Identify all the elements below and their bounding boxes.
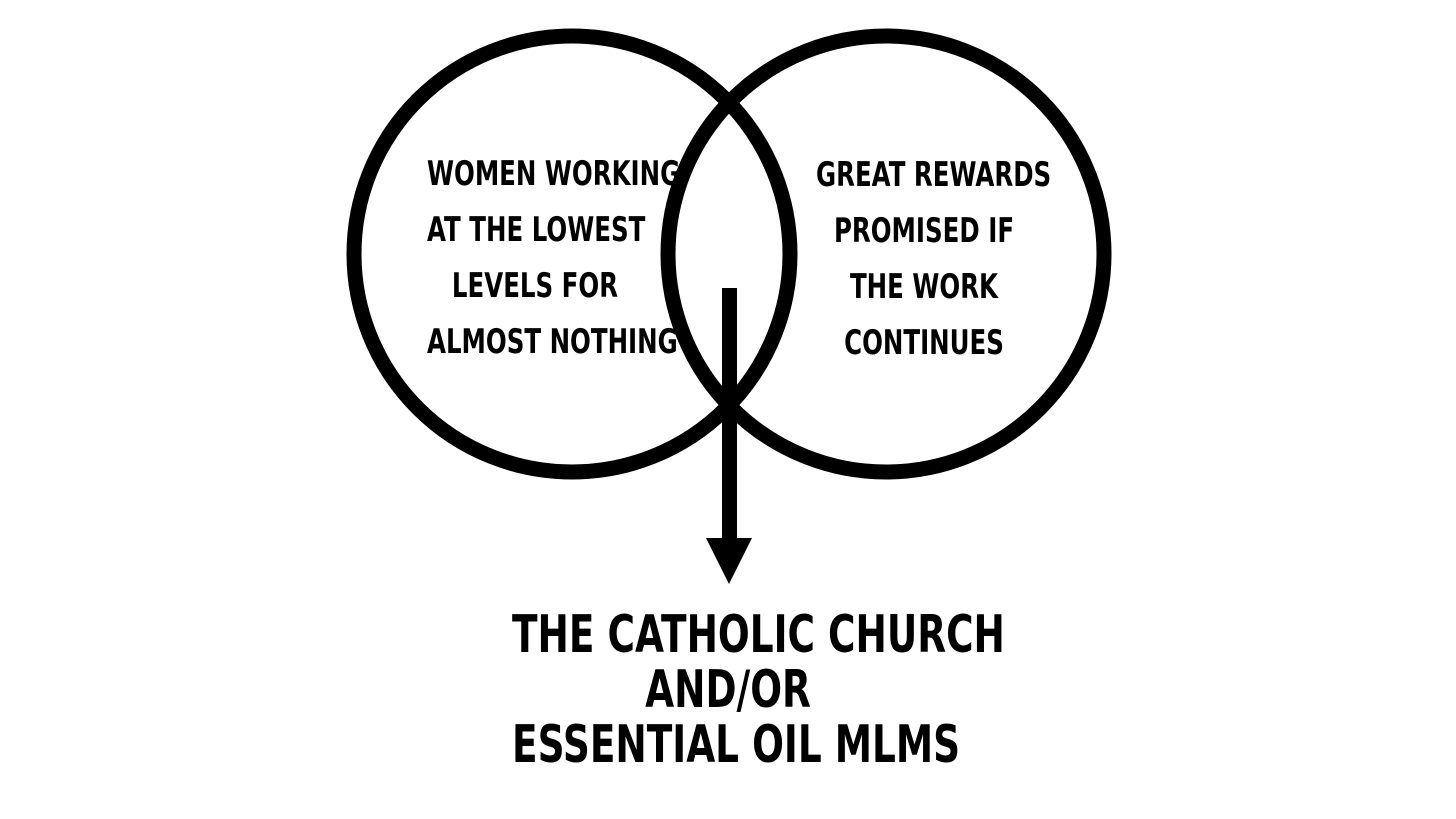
right-circle-line: THE WORK — [849, 267, 999, 307]
result-line: AND/OR — [645, 660, 811, 720]
left-circle-line: AT THE LOWEST — [427, 210, 646, 250]
right-circle-line: CONTINUES — [844, 323, 1004, 363]
left-circle-line: WOMEN WORKING — [427, 154, 681, 194]
result-line: ESSENTIAL OIL MLMS — [512, 715, 961, 775]
left-circle-line: LEVELS FOR — [451, 266, 619, 306]
right-circle-line: PROMISED IF — [833, 211, 1015, 251]
left-circle-line: ALMOST NOTHING — [427, 322, 678, 362]
left-circle — [346, 28, 798, 480]
arrow-head — [706, 538, 752, 584]
right-circle-label: GREAT REWARDS PROMISED IF THE WORK CONTI… — [816, 147, 1052, 371]
intersection-result-label: THE CATHOLIC CHURCH AND/OR ESSENTIAL OIL… — [512, 605, 1005, 775]
left-circle-label: WOMEN WORKING AT THE LOWEST LEVELS FOR A… — [427, 146, 681, 370]
arrow-shaft — [722, 288, 737, 542]
result-line: THE CATHOLIC CHURCH — [512, 605, 1005, 665]
right-circle — [660, 28, 1112, 480]
right-circle-line: GREAT REWARDS — [816, 155, 1052, 195]
